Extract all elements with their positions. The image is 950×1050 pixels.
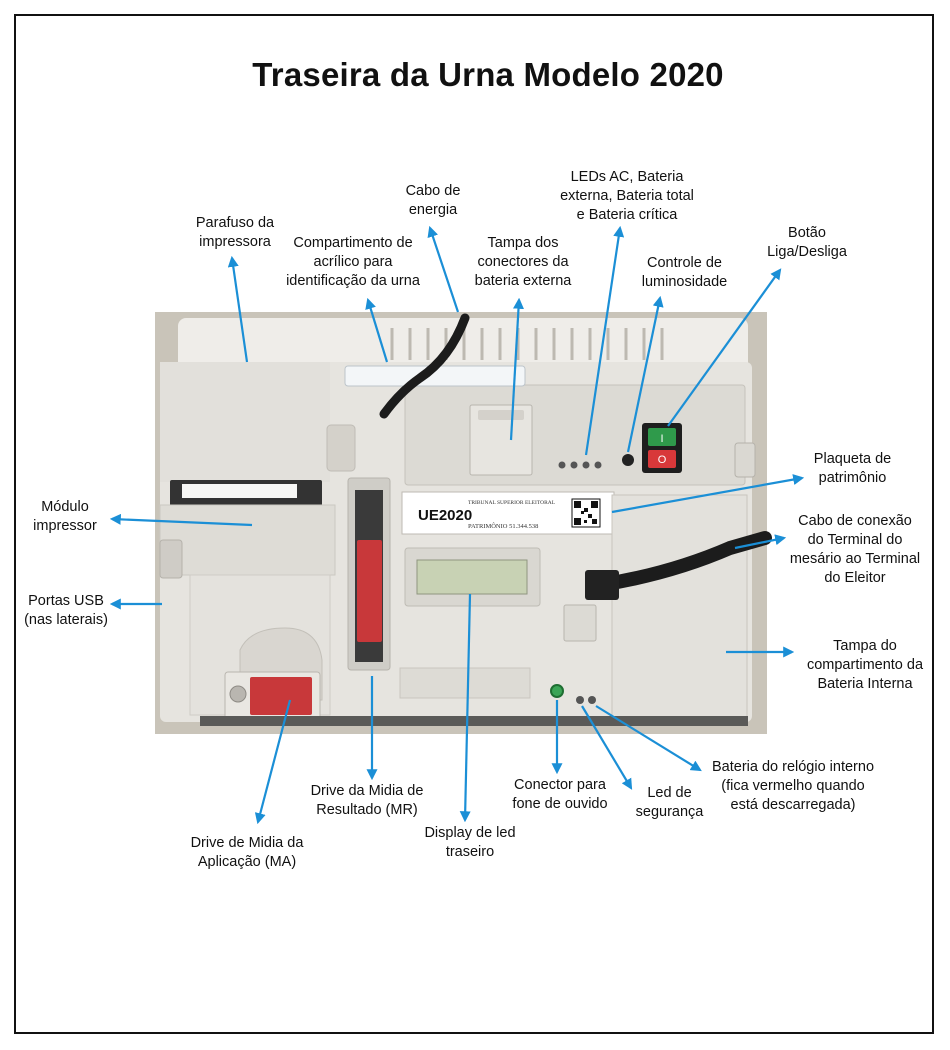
arrow-parafuso <box>227 255 249 363</box>
model-tag: UE2020 <box>418 507 472 524</box>
led-3 <box>582 461 590 469</box>
side-connector-housing <box>563 604 597 642</box>
device-base <box>200 716 748 726</box>
internal-battery-cover <box>611 494 748 718</box>
power-off-button <box>648 450 676 468</box>
arrow-leds <box>584 225 625 456</box>
ma-seal <box>250 677 312 715</box>
arrow-bateria-relogio <box>595 705 702 772</box>
power-cable <box>379 313 470 419</box>
lid-vents <box>390 328 664 360</box>
arrow-cabo-energia <box>427 225 460 313</box>
ma-screw <box>229 685 247 703</box>
arrow-controle <box>626 295 664 453</box>
power-on-button <box>648 428 676 446</box>
printer-module <box>159 504 336 576</box>
diagram-title: Traseira da Urna Modelo 2020 <box>252 56 724 93</box>
arrow-cabo-conexao <box>734 534 787 550</box>
arrow-tampa-conectores <box>509 297 524 441</box>
led-1 <box>558 461 566 469</box>
plate-header: TRIBUNAL SUPERIOR ELEITORAL <box>468 500 556 506</box>
label-bateria-relogio: Bateria do relógio interno(fica vermelho… <box>711 759 875 813</box>
printer-housing <box>160 362 330 482</box>
rear-display-screen <box>416 559 528 595</box>
lower-info-plate <box>399 667 531 699</box>
arrow-botao <box>667 268 782 427</box>
printer-side-knob <box>326 424 356 472</box>
arrow-drive-ma <box>254 699 292 825</box>
arrow-display <box>459 593 472 823</box>
luminosity-knob <box>622 454 634 466</box>
headphone-jack <box>550 684 564 698</box>
external-battery-cover <box>469 404 533 476</box>
usb-side-bump <box>159 539 183 579</box>
arrow-led-seguranca <box>581 705 633 790</box>
terminal-cable-plug <box>585 570 619 600</box>
led-4 <box>594 461 602 469</box>
mr-seal <box>357 540 382 642</box>
qr-code <box>571 498 601 528</box>
printer-paper <box>182 484 297 498</box>
plate-number: PATRIMÔNIO 51.344.538 <box>468 522 538 530</box>
power-off-symbol: O <box>658 454 667 466</box>
right-side-bump <box>734 442 756 478</box>
diagram-frame <box>14 14 934 1034</box>
clock-battery-led <box>588 696 596 704</box>
led-2 <box>570 461 578 469</box>
power-on-symbol: I <box>660 433 663 445</box>
security-led <box>576 696 584 704</box>
label-usb: Portas USB(nas laterais) <box>24 593 108 628</box>
arrow-modulo <box>109 513 253 527</box>
arrow-plaqueta <box>611 474 805 514</box>
arrow-compartimento <box>365 297 389 363</box>
